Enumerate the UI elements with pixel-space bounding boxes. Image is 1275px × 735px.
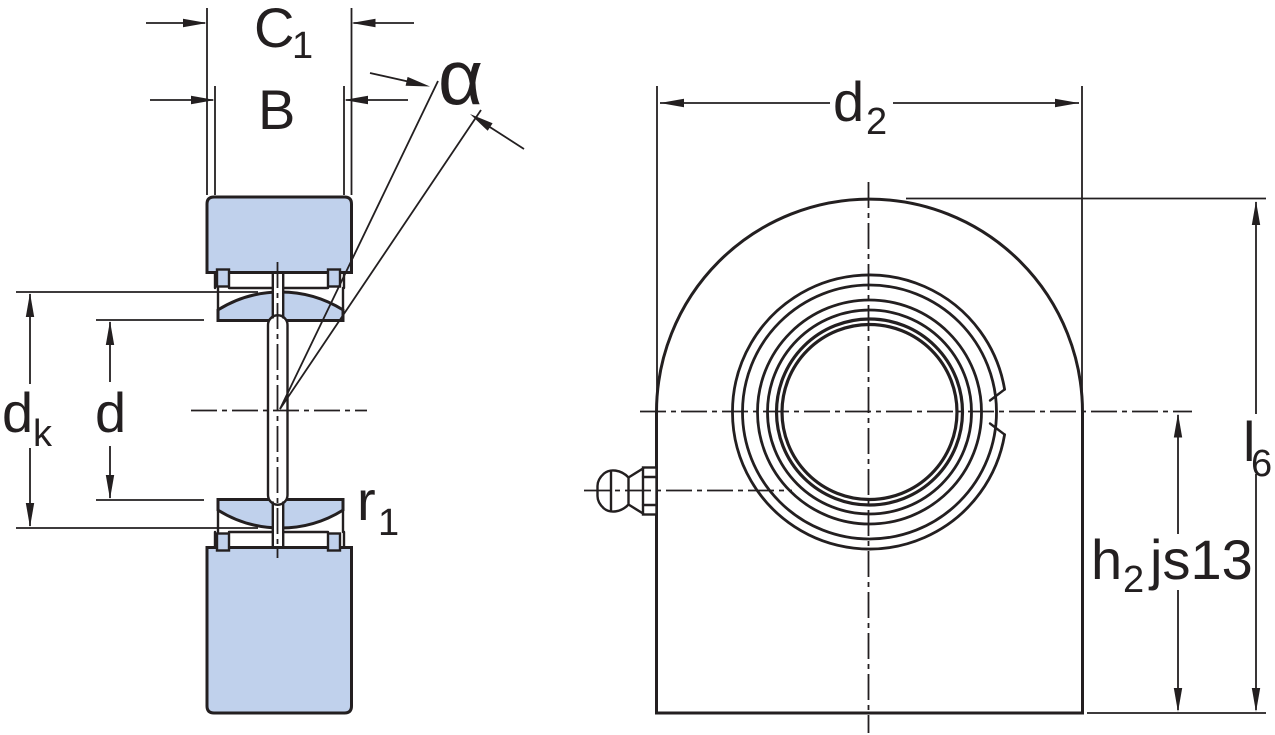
label-r1: r: [357, 469, 376, 532]
arrowhead: [660, 98, 684, 108]
alpha-arrow-shaft: [488, 125, 525, 150]
arrowhead: [351, 18, 376, 28]
label-dk: d: [2, 381, 33, 444]
arrowhead: [105, 475, 115, 499]
front-view: d 2 l 6 h 2 js13: [584, 70, 1272, 733]
label-b: B: [258, 78, 295, 141]
arrowhead: [25, 503, 35, 527]
label-h2: h: [1091, 528, 1122, 591]
label-l6-sub: 6: [1251, 443, 1272, 485]
snap-ring-gap-jog: [988, 388, 1006, 402]
label-alpha: α: [438, 33, 483, 121]
dimension-l6: l 6: [906, 197, 1272, 714]
dimension-b: B: [150, 78, 408, 195]
dimension-c1: C 1: [146, 0, 414, 195]
label-c1-sub: 1: [292, 25, 313, 67]
arrowhead: [25, 293, 35, 317]
label-dk-sub: k: [33, 413, 53, 455]
dimension-d: d: [95, 319, 204, 501]
housing-top-block: [205, 195, 353, 274]
grease-fitting-neck: [627, 503, 645, 515]
dimension-d2: d 2: [656, 70, 1083, 410]
label-h2-sub: 2: [1123, 559, 1144, 601]
label-c1: C: [254, 0, 294, 59]
retainer-ring-top-right: [326, 268, 342, 288]
snap-ring-gap-jog: [988, 422, 1006, 436]
alpha-arrowhead: [405, 76, 430, 87]
alpha-arrowhead: [470, 114, 493, 131]
section-view: α C 1 B: [2, 0, 525, 715]
alpha-arrow-shaft: [369, 72, 409, 83]
alpha-line: [279, 80, 439, 410]
dimension-dk: d k: [2, 291, 258, 529]
arrowhead: [344, 95, 368, 105]
retainer-ring-bottom-right: [326, 532, 342, 552]
label-h2-tolerance: js13: [1148, 528, 1253, 591]
alpha-line: [279, 109, 482, 410]
label-d2: d: [833, 70, 864, 133]
dimension-r1: r 1: [357, 469, 399, 544]
label-l6: l: [1243, 410, 1255, 473]
arrowhead: [183, 18, 207, 28]
arrowhead: [191, 95, 215, 105]
grease-fitting-head: [596, 469, 630, 513]
grease-fitting-neck: [627, 467, 645, 479]
label-d2-sub: 2: [866, 101, 887, 143]
arrowhead: [1251, 201, 1261, 225]
arrowhead: [1055, 98, 1079, 108]
label-r1-sub: 1: [378, 502, 399, 544]
retainer-ring-bottom-left: [215, 532, 231, 552]
housing-bottom-block: [205, 546, 353, 715]
dimension-h2: h 2 js13: [1091, 413, 1253, 712]
retainer-ring-top-left: [215, 268, 231, 288]
arrowhead: [105, 321, 115, 345]
label-d: d: [95, 381, 126, 444]
dimension-alpha: α: [279, 33, 525, 410]
arrowhead: [1173, 688, 1183, 712]
arrowhead: [1173, 413, 1183, 438]
arrowhead: [1251, 688, 1261, 712]
